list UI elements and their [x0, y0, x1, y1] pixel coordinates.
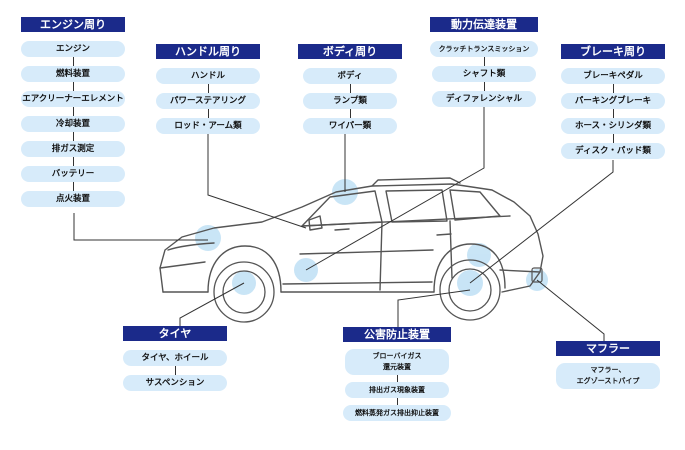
rear-rim: [448, 268, 492, 312]
handle-group: ハンドル周り ハンドル パワーステアリング ロッド・アーム類: [156, 44, 260, 134]
tire-group: タイヤ タイヤ、ホイール サスペンション: [123, 326, 227, 391]
wheels: [213, 259, 501, 323]
muffler-tip: [531, 267, 543, 283]
tire-group-header: タイヤ: [123, 326, 227, 341]
differential-item: ディファレンシャル: [432, 91, 536, 107]
hose-cylinder-item: ホース・シリンダ類: [561, 118, 665, 134]
ignition-item: 点火装置: [21, 191, 125, 207]
highlight-spots: [195, 179, 548, 296]
brake-group: ブレーキ周り ブレーキペダル パーキングブレーキ ホース・シリンダ類 ディスク・…: [561, 44, 665, 159]
brake-leader: [469, 160, 614, 284]
muffler-exhaust-pipe-item: マフラー、 エグゾーストパイプ: [556, 363, 660, 389]
body-item-list: ボディ ランプ類 ワイパー類: [298, 68, 402, 134]
handle-leader: [207, 133, 307, 229]
cooling-system-item: 冷却装置: [21, 116, 125, 132]
drivetrain-group-header: 動力伝達装置: [430, 17, 538, 32]
rod-arm-item: ロッド・アーム類: [156, 118, 260, 134]
handle-group-header: ハンドル周り: [156, 44, 260, 59]
brake-stem: [613, 68, 614, 153]
tire-item-list: タイヤ、ホイール サスペンション: [123, 350, 227, 391]
blowby-gas-item: ブローバイガス 還元装置: [345, 349, 449, 375]
parking-brake-item: パーキングブレーキ: [561, 93, 665, 109]
leader-lines: [73, 105, 614, 341]
engine-leader: [73, 213, 208, 241]
fuel-system-item: 燃料装置: [21, 66, 125, 82]
body-group-header: ボディ周り: [298, 44, 402, 59]
exhaust-measurement-item: 排ガス測定: [21, 141, 125, 157]
air-cleaner-item: エアクリーナーエレメント: [21, 91, 125, 107]
drivetrain-leader: [305, 105, 485, 271]
front-tire: [213, 261, 275, 323]
muffler-leader: [536, 279, 605, 341]
car-outline: [159, 177, 544, 293]
engine-group-header: エンジン周り: [21, 17, 125, 32]
emission-group-header: 公害防止装置: [343, 327, 451, 342]
power-steering-item: パワーステアリング: [156, 93, 260, 109]
emission-group: 公害防止装置 ブローバイガス 還元装置 排出ガス現象装置 燃料蒸発ガス排出抑止装…: [343, 327, 451, 421]
front-rim: [222, 270, 266, 314]
drivetrain-item-list: クラッチトランスミッション シャフト類 ディファレンシャル: [430, 41, 538, 107]
brake-item-list: ブレーキペダル パーキングブレーキ ホース・シリンダ類 ディスク・パッド類: [561, 68, 665, 159]
brake-pedal-item: ブレーキペダル: [561, 68, 665, 84]
tire-leader: [179, 282, 245, 326]
engine-highlight: [195, 225, 221, 251]
brake-group-header: ブレーキ周り: [561, 44, 665, 59]
rear-tire: [439, 259, 501, 321]
muffler-item-list: マフラー、 エグゾーストパイプ: [556, 363, 660, 389]
wipers-item: ワイパー類: [303, 118, 397, 134]
clutch-transmission-item: クラッチトランスミッション: [430, 41, 538, 57]
lamps-item: ランプ類: [303, 93, 397, 109]
engine-group: エンジン周り エンジン 燃料装置 エアクリーナーエレメント 冷却装置 排ガス測定…: [21, 17, 125, 207]
rear-brake-highlight: [467, 243, 491, 267]
drivetrain-group: 動力伝達装置 クラッチトランスミッション シャフト類 ディファレンシャル: [430, 17, 538, 107]
body-item: ボディ: [303, 68, 397, 84]
emission-item-list: ブローバイガス 還元装置 排出ガス現象装置 燃料蒸発ガス排出抑止装置: [343, 349, 451, 421]
disc-pad-item: ディスク・パッド類: [561, 143, 665, 159]
handle-item-list: ハンドル パワーステアリング ロッド・アーム類: [156, 68, 260, 134]
engine-item: エンジン: [21, 41, 125, 57]
exhaust-gas-device-item: 排出ガス現象装置: [345, 382, 449, 398]
steering-wheel-item: ハンドル: [156, 68, 260, 84]
suspension-item: サスペンション: [123, 375, 227, 391]
muffler-group-header: マフラー: [556, 341, 660, 356]
body-group: ボディ周り ボディ ランプ類 ワイパー類: [298, 44, 402, 134]
tire-stem: [175, 350, 176, 385]
muffler-group: マフラー マフラー、 エグゾーストパイプ: [556, 341, 660, 389]
shafts-item: シャフト類: [432, 66, 536, 82]
tire-wheel-item: タイヤ、ホイール: [123, 350, 227, 366]
engine-item-list: エンジン 燃料装置 エアクリーナーエレメント 冷却装置 排ガス測定 バッテリー …: [21, 41, 125, 207]
evap-gas-device-item: 燃料蒸発ガス排出抑止装置: [343, 405, 451, 421]
emission-leader: [397, 289, 471, 327]
battery-item: バッテリー: [21, 166, 125, 182]
